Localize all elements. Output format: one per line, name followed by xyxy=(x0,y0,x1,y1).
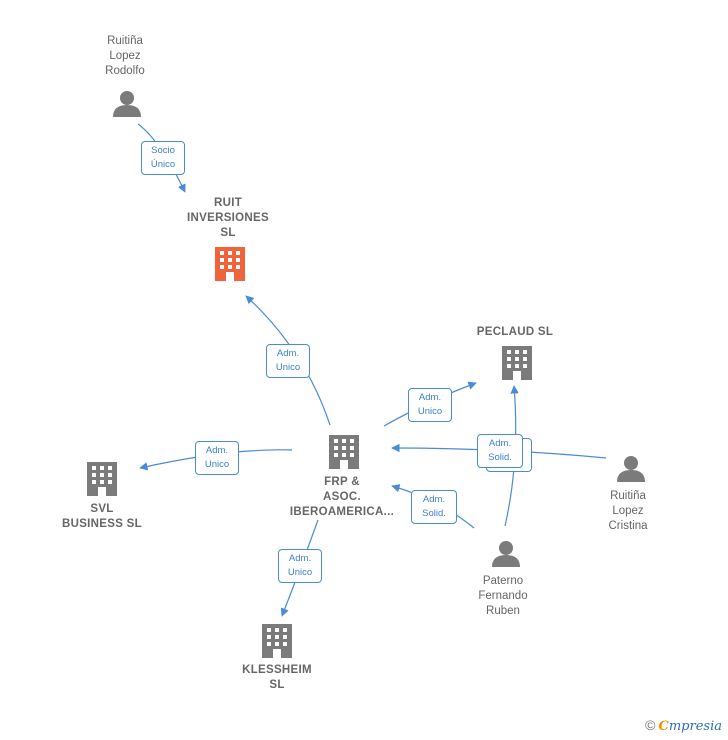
node-label-ruit-inversiones[interactable]: RUIT INVERSIONES SL xyxy=(187,197,269,239)
edge-label-adm-solid-paterno[interactable]: Adm. Solid. xyxy=(411,490,457,524)
edge-label-adm-unico-klessheim[interactable]: Adm. Unico xyxy=(278,549,322,583)
building-icon xyxy=(87,462,117,496)
building-icon-highlight xyxy=(215,247,245,281)
edge-label-socio-unico[interactable]: Socio Único xyxy=(141,141,185,175)
person-icon xyxy=(617,456,645,482)
node-label-ruitina-cristina[interactable]: Ruitiña Lopez Cristina xyxy=(608,490,648,532)
edge-label-adm-unico-ruit[interactable]: Adm. Unico xyxy=(266,344,310,378)
footer-brand[interactable]: ©Cmpresia xyxy=(645,717,722,734)
copyright-symbol: © xyxy=(645,717,656,733)
brand-logo-letter: C xyxy=(658,719,669,734)
brand-name: mpresia xyxy=(668,719,722,734)
edge-label-adm-solid-cristina[interactable]: Adm. Solid. xyxy=(477,434,523,468)
edge-label-adm-unico-svl[interactable]: Adm. Unico xyxy=(195,441,239,475)
node-label-frp[interactable]: FRP & ASOC. IBEROAMERICA... xyxy=(289,476,395,518)
node-label-klessheim[interactable]: KLESSHEIM SL xyxy=(242,664,312,691)
node-label-svl[interactable]: SVL BUSINESS SL xyxy=(62,503,142,530)
building-icon xyxy=(329,435,359,469)
node-label-paterno[interactable]: Paterno Fernando Ruben xyxy=(478,575,528,617)
person-icon xyxy=(113,91,141,117)
person-icon xyxy=(492,541,520,567)
node-label-ruitina-rodolfo[interactable]: Ruitiña Lopez Rodolfo xyxy=(105,35,145,77)
node-label-peclaud[interactable]: PECLAUD SL xyxy=(476,326,554,338)
building-icon xyxy=(262,624,292,658)
edge-label-adm-unico-peclaud[interactable]: Adm. Unico xyxy=(408,388,452,422)
building-icon xyxy=(502,346,532,380)
